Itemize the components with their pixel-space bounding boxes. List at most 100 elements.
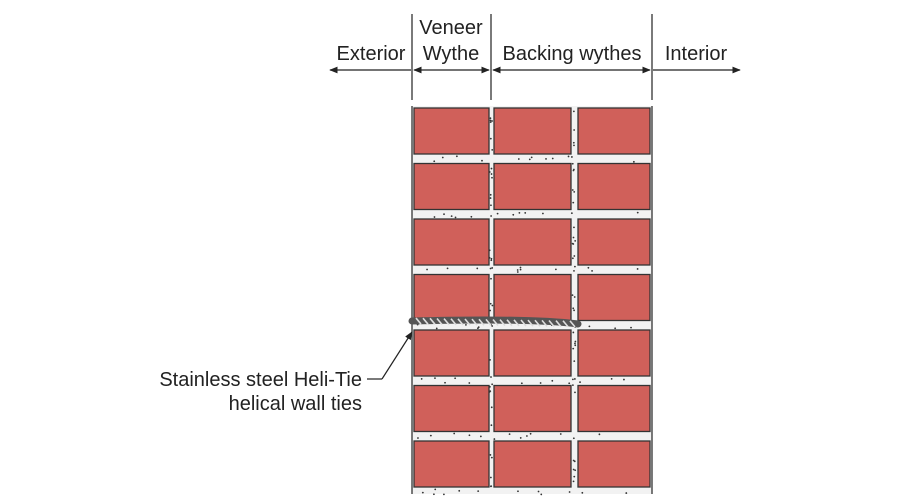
mortar-speck xyxy=(477,490,480,493)
mortar-speck xyxy=(528,158,531,161)
mortar-speck xyxy=(623,378,625,381)
mortar-speck xyxy=(579,381,581,384)
mortar-speck xyxy=(571,294,574,297)
mortar-speck xyxy=(490,215,493,217)
mortar-speck xyxy=(573,309,575,312)
exterior-label: Exterior xyxy=(337,43,406,65)
brick xyxy=(493,107,572,155)
mortar-speck xyxy=(508,433,511,436)
mortar-speck xyxy=(571,257,574,260)
tie-label-line2: helical wall ties xyxy=(229,393,362,415)
mortar-speck xyxy=(421,491,424,494)
brick xyxy=(413,329,490,377)
mortar-speck xyxy=(545,158,547,160)
brick xyxy=(493,162,572,211)
brick xyxy=(493,273,572,322)
mortar-speck xyxy=(441,156,444,159)
tie-leader xyxy=(367,331,413,380)
mortar-speck xyxy=(490,173,493,175)
mortar-speck xyxy=(636,268,639,270)
mortar-speck xyxy=(512,213,515,216)
mortar-speck xyxy=(489,302,492,305)
mortar-speck xyxy=(490,456,493,459)
brick xyxy=(493,218,572,266)
brick xyxy=(413,162,490,211)
mortar-speck xyxy=(572,331,575,334)
mortar-speck xyxy=(625,492,628,494)
mortar-speck xyxy=(542,212,544,215)
mortar-speck xyxy=(491,267,494,269)
mortar-speck xyxy=(468,382,471,384)
mortar-speck xyxy=(518,211,521,214)
mortar-speck xyxy=(496,212,499,215)
mortar-speck xyxy=(490,424,493,427)
mortar-speck xyxy=(574,342,576,345)
mortar-speck xyxy=(598,433,601,436)
mortar-speck xyxy=(573,269,575,272)
mortar-speck xyxy=(581,491,584,494)
brick xyxy=(577,218,651,266)
veneer-label-line1: Veneer xyxy=(419,17,483,39)
veneer-label-line2: Wythe xyxy=(423,43,480,65)
mortar-speck xyxy=(490,277,492,280)
mortar-speck xyxy=(490,376,492,378)
mortar-speck xyxy=(610,377,613,380)
mortar-speck xyxy=(572,384,574,386)
mortar-speck xyxy=(420,378,423,380)
mortar-speck xyxy=(572,437,575,440)
mortar-speck xyxy=(519,268,522,271)
mortar-speck xyxy=(587,266,590,269)
mortar-speck xyxy=(493,438,496,440)
mortar-speck xyxy=(571,162,574,165)
mortar-speck xyxy=(519,266,522,269)
mortar-speck xyxy=(443,493,445,496)
mortar-speck xyxy=(572,110,575,113)
mortar-speck xyxy=(490,485,492,488)
mortar-speck xyxy=(481,159,483,162)
mortar-speck xyxy=(454,377,457,380)
mortar-speck xyxy=(516,269,519,271)
brick xyxy=(413,440,490,488)
mortar-speck xyxy=(489,117,492,120)
mortar-speck xyxy=(574,240,577,242)
mortar-speck xyxy=(433,160,436,163)
brick xyxy=(577,384,651,433)
brick-wall xyxy=(411,106,653,496)
mortar-speck xyxy=(572,480,575,483)
mortar-speck xyxy=(572,141,575,144)
mortar-speck xyxy=(433,493,435,496)
mortar-speck xyxy=(489,358,491,361)
mortar-speck xyxy=(551,379,554,382)
mortar-speck xyxy=(571,242,574,245)
mortar-speck xyxy=(572,168,575,171)
brick xyxy=(577,107,651,155)
mortar-speck xyxy=(591,270,593,272)
backing-label: Backing wythes xyxy=(503,43,642,65)
brick xyxy=(493,384,572,433)
mortar-speck xyxy=(524,212,527,214)
brick xyxy=(577,440,651,488)
brick xyxy=(413,107,490,155)
mortar-speck xyxy=(570,212,573,215)
mortar-speck xyxy=(588,325,591,328)
mortar-speck xyxy=(489,197,492,199)
mortar-speck xyxy=(571,378,574,381)
mortar-speck xyxy=(491,383,494,386)
mortar-speck xyxy=(554,268,557,271)
mortar-speck xyxy=(489,193,492,196)
mortar-speck xyxy=(573,296,576,298)
mortar-speck xyxy=(573,144,575,147)
mortar-speck xyxy=(573,360,576,363)
brick xyxy=(413,218,490,266)
mortar-speck xyxy=(573,255,576,257)
mortar-speck xyxy=(526,435,528,437)
mortar-speck xyxy=(429,434,432,437)
brick xyxy=(577,273,651,322)
mortar-speck xyxy=(435,327,438,330)
mortar-speck xyxy=(491,148,494,151)
mortar-speck xyxy=(426,268,428,271)
mortar-speck xyxy=(458,489,461,492)
mortar-speck xyxy=(630,326,632,329)
interior-label: Interior xyxy=(665,43,728,65)
